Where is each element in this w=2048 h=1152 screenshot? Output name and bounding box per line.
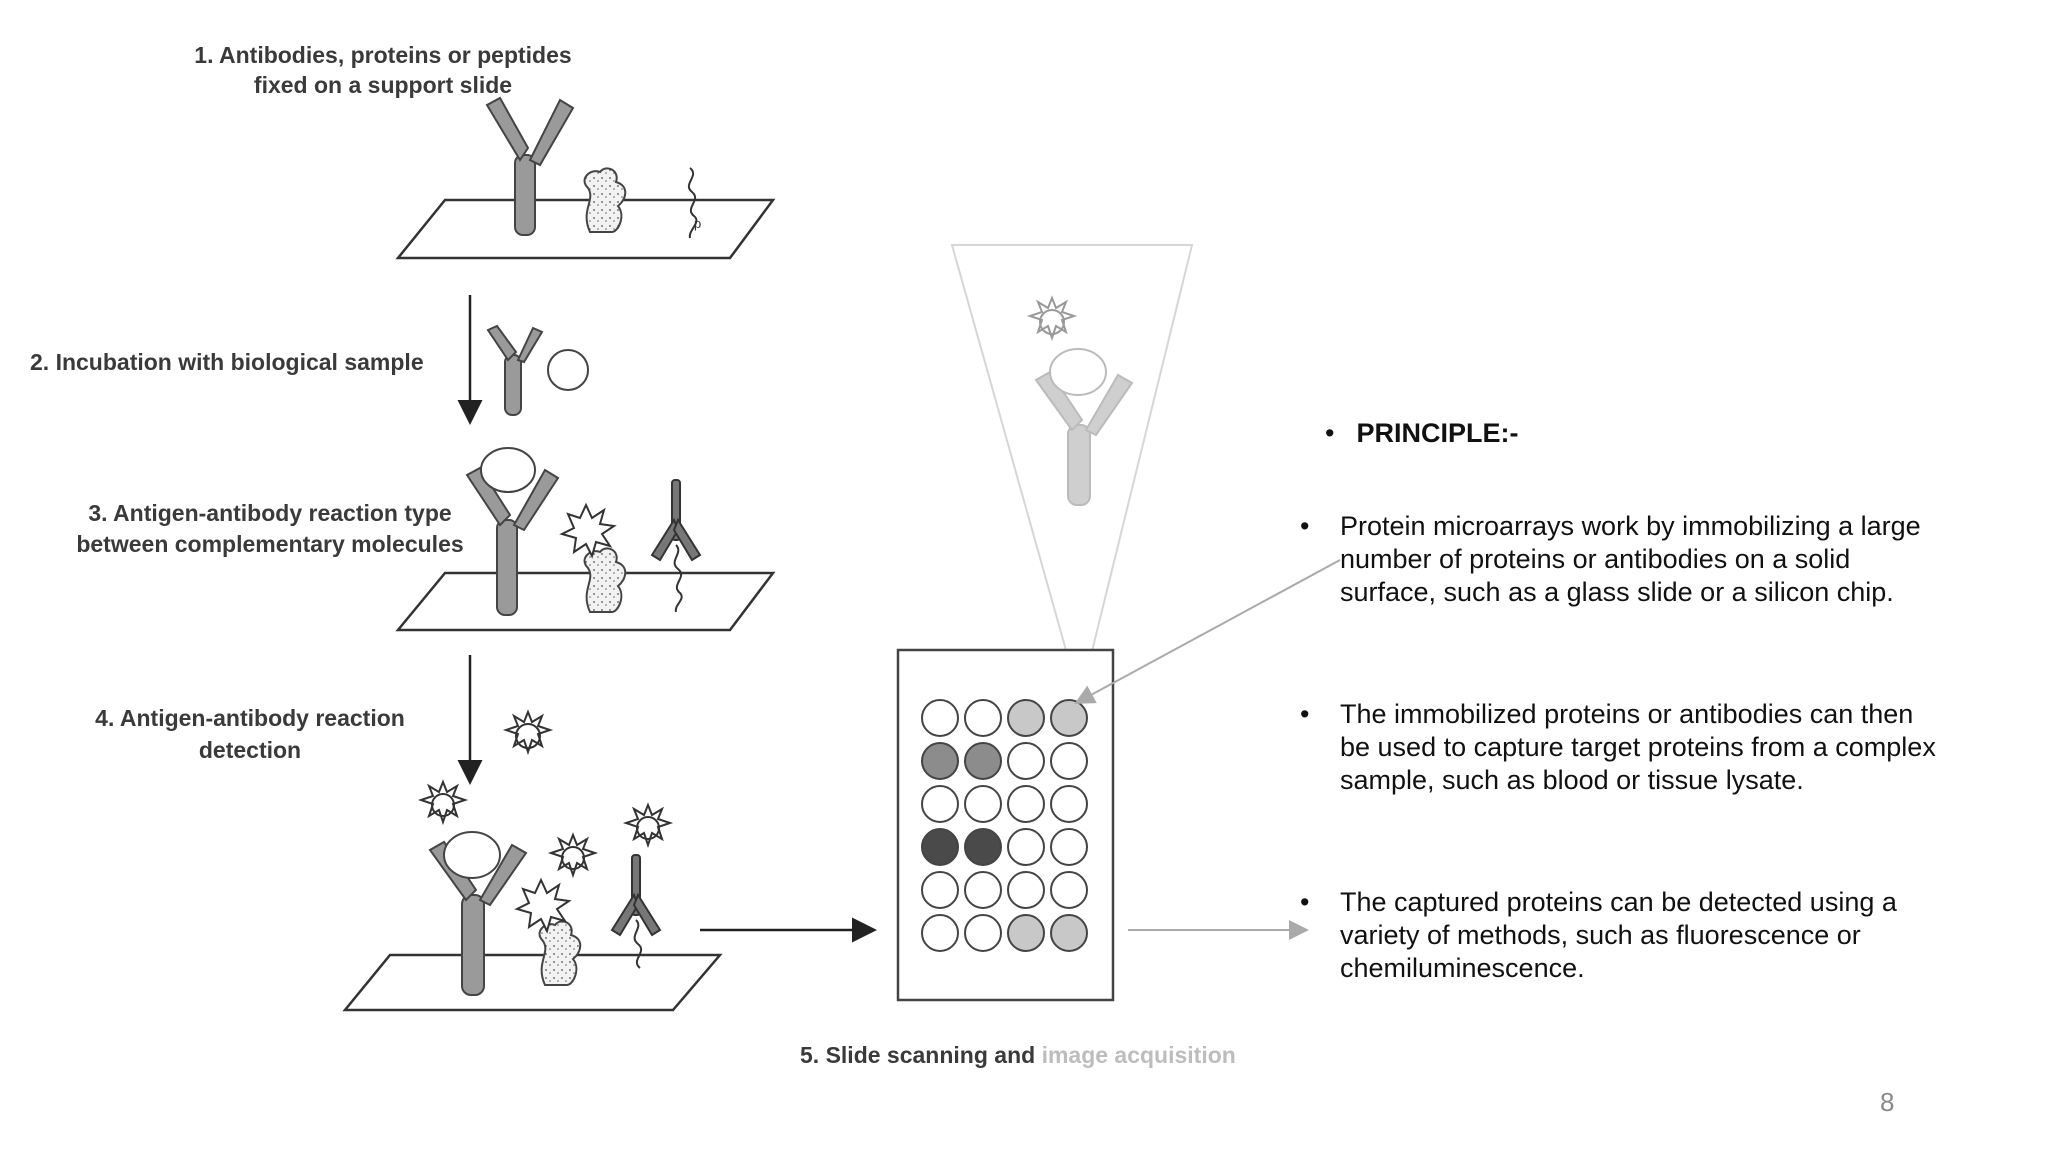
zoom-cone bbox=[950, 244, 1194, 704]
antibody-icon bbox=[486, 324, 544, 416]
microarray-spots bbox=[921, 699, 1088, 952]
array-spot bbox=[1050, 828, 1088, 866]
array-spot bbox=[964, 785, 1002, 823]
array-spot bbox=[964, 699, 1002, 737]
step4-label-line1: 4. Antigen-antibody reaction bbox=[95, 705, 405, 731]
principle-paragraph-3: • The captured proteins can be detected … bbox=[1300, 886, 1940, 985]
protein-icon bbox=[583, 167, 627, 233]
array-spot bbox=[1050, 699, 1088, 737]
antigen-icon bbox=[480, 447, 536, 493]
paragraph-text: Protein microarrays work by immobilizing… bbox=[1340, 511, 1921, 607]
small-antibody-icon bbox=[650, 479, 702, 562]
paragraph-text: The immobilized proteins or antibodies c… bbox=[1340, 699, 1936, 795]
fluorescent-label-icon bbox=[547, 832, 599, 879]
support-slide-3 bbox=[395, 571, 776, 632]
principle-paragraph-2: • The immobilized proteins or antibodies… bbox=[1300, 698, 1940, 797]
zoomed-antibody-icon bbox=[1034, 370, 1134, 506]
antigen-icon bbox=[547, 349, 589, 391]
support-slide-4 bbox=[342, 953, 723, 1012]
page-number: 8 bbox=[1880, 1087, 1895, 1117]
antibody-icon bbox=[485, 96, 575, 236]
support-slide-1 bbox=[395, 198, 776, 260]
svg-text:p: p bbox=[694, 216, 701, 231]
array-spot bbox=[1007, 785, 1045, 823]
principle-heading: • PRINCIPLE:- bbox=[1325, 418, 1518, 449]
array-spot bbox=[1050, 785, 1088, 823]
antibody-icon bbox=[465, 466, 560, 616]
step5-label: 5. Slide scanning and image acquisition bbox=[800, 1042, 1236, 1068]
bullet-icon: • bbox=[1300, 887, 1310, 917]
array-spot bbox=[1050, 871, 1088, 909]
step1-label-line1: 1. Antibodies, proteins or peptides bbox=[194, 42, 571, 68]
bullet-icon: • bbox=[1300, 699, 1310, 729]
array-spot bbox=[921, 699, 959, 737]
array-spot bbox=[921, 871, 959, 909]
step5-label-part1: 5. Slide scanning and bbox=[800, 1042, 1042, 1068]
antigen-icon bbox=[443, 831, 501, 879]
array-spot bbox=[964, 914, 1002, 952]
peptide-icon bbox=[673, 544, 683, 613]
principle-paragraph-1: • Protein microarrays work by immobilizi… bbox=[1300, 510, 1940, 609]
small-antibody-icon bbox=[610, 854, 662, 937]
array-spot bbox=[964, 742, 1002, 780]
step3-label-line2: between complementary molecules bbox=[76, 531, 463, 557]
step5-label-part2: image acquisition bbox=[1042, 1042, 1236, 1068]
array-spot bbox=[1007, 914, 1045, 952]
protein-icon bbox=[583, 547, 627, 613]
peptide-icon bbox=[687, 167, 698, 239]
array-spot bbox=[921, 785, 959, 823]
array-spot bbox=[1007, 699, 1045, 737]
fluorescent-label-icon bbox=[502, 709, 554, 756]
array-spot bbox=[921, 828, 959, 866]
array-spot bbox=[921, 914, 959, 952]
burst-icon bbox=[514, 877, 572, 934]
step1-label-line2: fixed on a support slide bbox=[254, 72, 512, 98]
array-spot bbox=[964, 828, 1002, 866]
principle-title: PRINCIPLE:- bbox=[1356, 418, 1519, 448]
peptide-icon bbox=[633, 919, 643, 969]
array-spot bbox=[1007, 828, 1045, 866]
array-spot bbox=[1050, 914, 1088, 952]
protein-icon bbox=[538, 920, 582, 986]
burst-icon bbox=[559, 502, 617, 559]
bullet-icon: • bbox=[1300, 511, 1310, 541]
zoomed-antigen-icon bbox=[1049, 348, 1107, 396]
step2-label: 2. Incubation with biological sample bbox=[30, 349, 424, 375]
fluorescent-label-icon bbox=[622, 802, 674, 849]
array-spot bbox=[1007, 871, 1045, 909]
pointer-arrow bbox=[1074, 559, 1341, 704]
bullet-icon: • bbox=[1325, 418, 1335, 448]
array-spot bbox=[1050, 742, 1088, 780]
fluorescent-label-icon bbox=[417, 779, 469, 826]
step4-label-line2: detection bbox=[199, 737, 301, 763]
step3-label-line1: 3. Antigen-antibody reaction type bbox=[88, 500, 451, 526]
array-spot bbox=[964, 871, 1002, 909]
zoomed-fluorescent-label-icon bbox=[1026, 295, 1078, 342]
array-spot bbox=[1007, 742, 1045, 780]
array-spot bbox=[921, 742, 959, 780]
paragraph-text: The captured proteins can be detected us… bbox=[1340, 887, 1897, 983]
